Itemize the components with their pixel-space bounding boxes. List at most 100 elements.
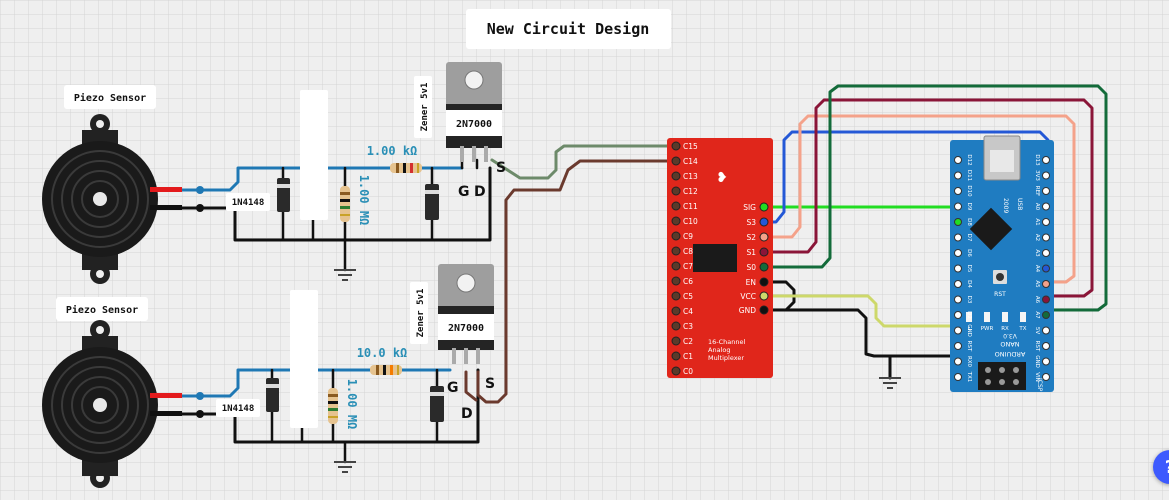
diode-1n4148-bottom[interactable]: 1N4148	[216, 378, 279, 417]
wire-gnd[interactable]	[762, 308, 960, 358]
arduino-pin-d12[interactable]	[954, 156, 962, 164]
mux-pin-c5[interactable]	[671, 291, 681, 301]
arduino-pin-tx1[interactable]	[954, 373, 962, 381]
mux-pin-c13[interactable]	[671, 171, 681, 181]
arduino-pin-gnd[interactable]	[1042, 357, 1050, 366]
led-rx	[1002, 312, 1008, 322]
mux-pin-c4[interactable]	[671, 306, 681, 316]
arduino-pin-a2[interactable]	[1042, 233, 1050, 242]
mux-pin-s3[interactable]	[759, 217, 769, 227]
arduino-pin-a5[interactable]	[1042, 280, 1050, 288]
mux-pin-c15[interactable]	[671, 141, 681, 151]
wire-bottom-ground-bus[interactable]	[158, 368, 480, 444]
wire-vcc[interactable]	[762, 294, 960, 328]
arduino-pin-rx0[interactable]	[954, 357, 962, 366]
mux-pin-c3[interactable]	[671, 321, 681, 331]
arduino-pin-label: D2	[966, 311, 972, 319]
arduino-pin-label: RX0	[966, 356, 972, 368]
arduino-pin-d6[interactable]	[954, 249, 962, 257]
arduino-pin-rst[interactable]	[954, 342, 962, 350]
arduino-name-label: ARDUINO	[995, 350, 1026, 358]
mux-pin-s0[interactable]	[759, 262, 769, 272]
arduino-pin-d11[interactable]	[954, 171, 962, 180]
wire-top-ground-bus[interactable]	[158, 166, 492, 242]
mux-pin-c12[interactable]	[671, 186, 681, 196]
arduino-pin-label: A1	[1034, 218, 1040, 225]
mux-pin-s2[interactable]	[759, 232, 769, 242]
arduino-pin-d3[interactable]	[954, 295, 962, 304]
arduino-pin-5v[interactable]	[1042, 326, 1050, 335]
multiplexer-board[interactable]: ❥ C15C14C13C12C11C10C9C8C7C6C5C4C3C2C1C0…	[667, 138, 773, 378]
mux-pin-label: C8	[683, 247, 693, 256]
arduino-pin-a7[interactable]	[1042, 311, 1050, 319]
title-box[interactable]: New Circuit Design	[466, 9, 671, 49]
mux-pin-c9[interactable]	[671, 231, 681, 241]
resistor-1m-top[interactable]: 1.00 MΩ	[340, 175, 371, 226]
help-button[interactable]: ?	[1153, 450, 1169, 484]
mux-pin-c7[interactable]	[671, 261, 681, 271]
piezo-sensor-bottom[interactable]: Piezo Sensor	[42, 297, 204, 488]
arduino-pin-label: A6	[1034, 296, 1040, 304]
pin-bottom-negative[interactable]	[196, 410, 204, 418]
resistor-10k-bottom[interactable]: 10.0 kΩ	[357, 346, 408, 375]
ground-symbol-right	[879, 377, 901, 389]
arduino-pin-d9[interactable]	[954, 202, 962, 211]
arduino-pin-3v3[interactable]	[1042, 171, 1050, 180]
zener-diode-top[interactable]: Zener 5v1	[414, 76, 439, 220]
arduino-pin-rst[interactable]	[1042, 342, 1050, 350]
arduino-pin-d7[interactable]	[954, 233, 962, 242]
arduino-pin-a0[interactable]	[1042, 202, 1050, 211]
arduino-pin-a1[interactable]	[1042, 218, 1050, 226]
mux-pin-c11[interactable]	[671, 201, 681, 211]
wire-s3[interactable]	[762, 130, 1050, 268]
arduino-pin-d4[interactable]	[954, 280, 962, 288]
arduino-pin-d8[interactable]	[954, 218, 962, 226]
pin-top-positive[interactable]	[196, 186, 204, 194]
arduino-pin-d10[interactable]	[954, 187, 962, 195]
arduino-pin-a3[interactable]	[1042, 249, 1050, 257]
wire-c14[interactable]	[476, 159, 678, 404]
mux-pin-c6[interactable]	[671, 276, 681, 286]
icsp-label: ICSP	[1036, 378, 1043, 392]
mux-pin-c8[interactable]	[671, 246, 681, 256]
wire-s1[interactable]	[762, 98, 1094, 298]
arduino-pin-gnd[interactable]	[954, 326, 962, 335]
resistor-1k-top[interactable]: 1.00 kΩ	[367, 144, 422, 173]
mux-pin-sig[interactable]	[759, 202, 769, 212]
arduino-pin-label: A0	[1034, 203, 1040, 211]
pin-top-negative[interactable]	[196, 204, 204, 212]
question-icon: ?	[1165, 457, 1169, 478]
wire-s0[interactable]	[762, 84, 1108, 312]
arduino-pin-a4[interactable]	[1042, 264, 1050, 273]
mux-pin-label: S0	[746, 263, 756, 272]
mux-pin-en[interactable]	[759, 277, 769, 287]
diode-1n4148-top[interactable]: 1N4148	[226, 178, 290, 212]
mux-pin-vcc[interactable]	[759, 291, 769, 301]
pin-bottom-positive[interactable]	[196, 392, 204, 400]
wire-c15[interactable]	[490, 144, 678, 180]
mux-pin-s1[interactable]	[759, 247, 769, 257]
resistor-1m-bottom[interactable]: 1.00 MΩ	[328, 379, 359, 430]
mux-pin-c1[interactable]	[671, 351, 681, 361]
piezo-sensor-top[interactable]: Piezo Sensor	[42, 85, 204, 284]
mux-pin-c14[interactable]	[671, 156, 681, 166]
arduino-pin-ref[interactable]	[1042, 187, 1050, 195]
arduino-pin-vin[interactable]	[1042, 373, 1050, 381]
mosfet-2n7000-top[interactable]: 2N7000 G D S	[446, 62, 506, 200]
mux-pin-label: C12	[683, 187, 698, 196]
wire-s2[interactable]	[762, 114, 1076, 284]
mux-pin-c10[interactable]	[671, 216, 681, 226]
mux-pin-gnd[interactable]	[759, 305, 769, 315]
mosfet-2n7000-bottom[interactable]: 2N7000 G D S	[438, 264, 495, 422]
mux-pin-c0[interactable]	[671, 366, 681, 376]
mux-pin-label: C1	[683, 352, 693, 361]
page-title: New Circuit Design	[487, 20, 650, 38]
arduino-pin-a6[interactable]	[1042, 295, 1050, 304]
arduino-pin-d5[interactable]	[954, 264, 962, 273]
mux-pin-c2[interactable]	[671, 336, 681, 346]
arduino-pin-d2[interactable]	[954, 311, 962, 319]
zener-diode-bottom[interactable]: Zener 5v1	[410, 282, 444, 422]
arduino-pin-d13[interactable]	[1042, 156, 1050, 164]
